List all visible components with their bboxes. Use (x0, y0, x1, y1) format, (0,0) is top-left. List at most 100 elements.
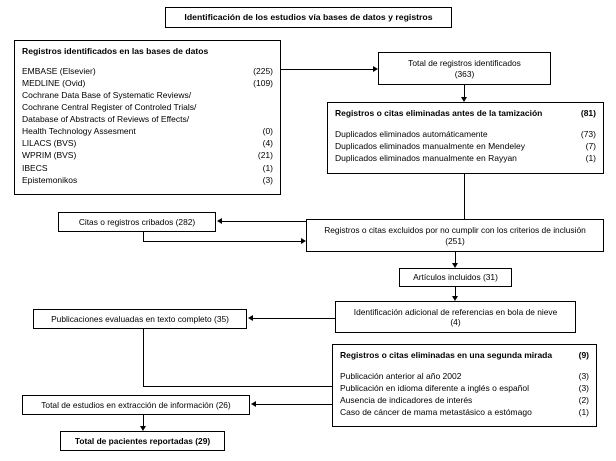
arrowhead-extraction-to-patients (140, 426, 146, 431)
snowball-count: (4) (450, 317, 461, 327)
removed-reason-row: Duplicados eliminados automáticamente (7… (335, 128, 596, 140)
snowball-references-box: Identificación adicional de referencias … (335, 301, 576, 333)
records-screened-box: Citas o registros cribados (282) (58, 212, 216, 232)
database-count: (0) (262, 126, 273, 137)
arrowhead-total-to-removed (461, 97, 467, 102)
database-count: (1) (262, 162, 273, 173)
second-look-reason-row: Caso de cáncer de mama metastásico a est… (340, 406, 589, 418)
removed-reason-row: Duplicados eliminados manualmente en Men… (335, 140, 596, 152)
articles-included-box: Artículos incluidos (31) (399, 268, 512, 287)
database-name: MEDLINE (Ovid) (22, 78, 86, 89)
removed-reason-label: Duplicados eliminados automáticamente (335, 129, 488, 139)
arrowhead-removed-to-screened (217, 218, 222, 224)
database-row: Epistemonikos (3) (22, 174, 273, 186)
excluded-by-criteria-label: Registros o citas excluidos por no cumpl… (324, 225, 586, 235)
second-look-reason-label: Caso de cáncer de mama metastásico a est… (340, 407, 532, 418)
connector-fulltext-to-secondlook (143, 386, 333, 387)
database-count (247, 89, 273, 101)
database-row: IBECS (1) (22, 162, 273, 174)
database-count: (3) (262, 174, 273, 185)
arrowhead-articles-to-snowball (452, 296, 458, 301)
database-row: Database of Abstracts of Reviews of Effe… (22, 113, 273, 125)
articles-included-label: Artículos incluidos (31) (413, 272, 498, 283)
second-look-reason-count: (1) (578, 407, 589, 418)
total-records-label: Total de registros identificados (408, 58, 521, 68)
database-name: EMBASE (Elsevier) (22, 66, 96, 76)
second-look-header: Registros o citas eliminadas en una segu… (340, 350, 553, 360)
arrowhead-db-to-total (373, 66, 378, 72)
database-name: Database of Abstracts of Reviews of Effe… (22, 114, 190, 125)
database-count: (21) (257, 150, 273, 161)
second-look-total: (9) (578, 350, 589, 360)
database-row: WPRIM (BVS) (21) (22, 149, 273, 161)
database-name: IBECS (22, 162, 48, 173)
second-look-reason-row: Ausencia de indicadores de interés (2) (340, 394, 589, 406)
removed-reason-label: Duplicados eliminados manualmente en Ray… (335, 153, 517, 164)
removed-reason-label: Duplicados eliminados manualmente en Men… (335, 141, 525, 152)
removed-reason-count: (73) (580, 129, 596, 139)
database-name: Epistemonikos (22, 174, 78, 185)
database-count: (109) (253, 78, 273, 89)
excluded-by-criteria-box: Registros o citas excluidos por no cumpl… (306, 219, 604, 252)
removed-reason-count: (7) (585, 141, 596, 152)
records-screened-label: Citas o registros cribados (282) (78, 216, 196, 227)
database-row: LILACS (BVS) (4) (22, 137, 273, 149)
database-name: Health Technology Assesment (22, 126, 136, 137)
second-look-reason-label: Publicación en idioma diferente a inglés… (340, 383, 530, 394)
second-look-reason-label: Publicación anterior al año 2002 (340, 371, 462, 381)
database-name: Cochrane Central Register of Controled T… (22, 102, 197, 113)
database-row: Cochrane Data Base of Systematic Reviews… (22, 89, 273, 101)
database-row: Health Technology Assesment (0) (22, 125, 273, 137)
arrowhead-secondlook-to-extraction (251, 401, 256, 407)
databases-box-header: Registros identificados en las bases de … (22, 46, 209, 56)
total-patients-label: Total de pacientes reportadas (29) (74, 435, 211, 446)
database-count: (4) (262, 138, 273, 149)
connector-secondlook-to-extraction (255, 404, 333, 405)
second-look-reason-count: (3) (578, 383, 589, 394)
removed-before-header: Registros o citas eliminadas antes de la… (335, 108, 543, 118)
database-row: MEDLINE (Ovid) (109) (22, 77, 273, 89)
database-count (247, 113, 273, 125)
connector-db-to-total (281, 69, 373, 70)
arrowhead-excluded-to-articles (452, 263, 458, 268)
studies-in-extraction-box: Total de estudios en extracción de infor… (22, 395, 250, 415)
connector-screened-down (143, 232, 144, 242)
snowball-label: Identificación adicional de referencias … (353, 306, 558, 317)
second-look-reason-count: (2) (578, 395, 589, 406)
second-look-reason-row: Publicación en idioma diferente a inglés… (340, 382, 589, 394)
connector-removed-down (464, 174, 465, 222)
connector-screened-to-excluded (143, 241, 301, 242)
removed-before-total: (81) (580, 108, 596, 118)
database-name: Cochrane Data Base of Systematic Reviews… (22, 90, 192, 101)
removed-reason-row: Duplicados eliminados manualmente en Ray… (335, 152, 596, 164)
database-count (247, 101, 273, 113)
excluded-by-criteria-count: (251) (445, 235, 465, 246)
studies-in-extraction-label: Total de estudios en extracción de infor… (41, 399, 231, 410)
connector-total-to-removed (464, 85, 465, 98)
database-row: Cochrane Central Register of Controled T… (22, 101, 273, 113)
diagram-title-banner: Identificación de los estudios vía bases… (165, 7, 452, 28)
second-look-reason-row: Publicación anterior al año 2002 (3) (340, 370, 589, 382)
connector-excluded-to-articles (455, 252, 456, 264)
database-row: EMBASE (Elsevier) (225) (22, 65, 273, 77)
second-look-reason-count: (3) (578, 371, 589, 381)
fulltext-assessed-box: Publicaciones evaluadas en texto complet… (33, 309, 247, 329)
arrowhead-screened-to-excluded (301, 238, 306, 244)
arrowhead-snowball-to-fulltext (248, 315, 253, 321)
database-name: WPRIM (BVS) (22, 150, 77, 161)
removed-before-header-row: Registros o citas eliminadas antes de la… (335, 108, 596, 118)
connector-articles-to-snowball (455, 287, 456, 297)
second-look-reason-label: Ausencia de indicadores de interés (340, 395, 473, 406)
removed-before-screening-box: Registros o citas eliminadas antes de la… (327, 102, 604, 174)
removed-reason-count: (1) (585, 153, 596, 164)
second-look-header-row: Registros o citas eliminadas en una segu… (340, 350, 589, 360)
total-records-count: (363) (454, 68, 475, 79)
connector-snowball-to-fulltext (252, 318, 336, 319)
database-name: LILACS (BVS) (22, 138, 77, 149)
connector-extraction-to-patients (143, 415, 144, 427)
database-count: (225) (253, 66, 273, 76)
second-look-removed-box: Registros o citas eliminadas en una segu… (332, 344, 597, 427)
total-patients-box: Total de pacientes reportadas (29) (60, 431, 225, 451)
connector-fulltext-down (143, 329, 144, 387)
